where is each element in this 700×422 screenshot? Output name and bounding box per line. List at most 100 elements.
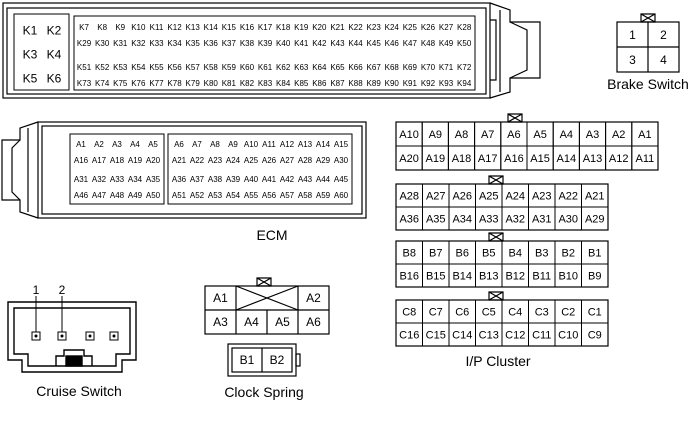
pin-label: A25 xyxy=(244,156,259,165)
pin-label: A17 xyxy=(92,156,107,165)
pin-label: K77 xyxy=(149,79,164,88)
pin-label: K5 xyxy=(23,71,38,85)
pin-label: A6 xyxy=(306,315,321,329)
pin-label: K85 xyxy=(294,79,309,88)
pin-label: K78 xyxy=(167,79,182,88)
pin-label: K64 xyxy=(312,63,327,72)
pin-label: K11 xyxy=(150,23,164,32)
pin-label: K61 xyxy=(258,63,273,72)
pin-label: A47 xyxy=(92,191,107,200)
pin-label: B11 xyxy=(532,270,551,282)
pin-label: K54 xyxy=(131,63,146,72)
pin-label: A38 xyxy=(208,175,223,184)
pin-label: K28 xyxy=(457,23,472,32)
pin-label: K57 xyxy=(186,63,201,72)
pin-label: A45 xyxy=(334,175,349,184)
clock-spring-six-pin-connector xyxy=(204,277,330,335)
pin-label: B1 xyxy=(588,247,601,259)
pin-label: 1 xyxy=(629,28,636,42)
pin-label: A21 xyxy=(172,156,187,165)
pin-label: A31 xyxy=(74,175,89,184)
pin-label: A49 xyxy=(128,191,143,200)
pin-label: A9 xyxy=(228,140,238,149)
pin-label: K19 xyxy=(294,23,309,32)
pin-label: 2 xyxy=(660,28,667,42)
pin-label: A9 xyxy=(429,129,442,141)
pin-label: K45 xyxy=(367,39,382,48)
pin-label: K82 xyxy=(240,79,255,88)
pin-label: A1 xyxy=(76,140,86,149)
pin-label: A44 xyxy=(316,175,331,184)
ecm-a-connector xyxy=(1,121,367,219)
pin-label: C8 xyxy=(402,306,416,318)
pin-label: K72 xyxy=(457,63,472,72)
pin-label: A35 xyxy=(146,175,161,184)
pin-label: K16 xyxy=(240,23,255,32)
pin-label: K13 xyxy=(186,23,201,32)
pin-terminal xyxy=(85,331,95,341)
pin-label: A11 xyxy=(262,140,276,149)
pin-label: K94 xyxy=(457,79,472,88)
pin-label: A6 xyxy=(174,140,184,149)
pin-label: A18 xyxy=(452,153,472,165)
pin-label: K92 xyxy=(421,79,436,88)
pin-label: A30 xyxy=(334,156,349,165)
pin-label: A46 xyxy=(74,191,89,200)
pin-callout-label: 1 xyxy=(33,283,40,297)
pin-label: K34 xyxy=(167,39,182,48)
pin-label: K38 xyxy=(240,39,255,48)
pin-label: K53 xyxy=(113,63,128,72)
pin-label: A29 xyxy=(316,156,331,165)
pin-label: K84 xyxy=(276,79,291,88)
pin-label: A22 xyxy=(558,190,578,202)
ecm-k-connector xyxy=(2,2,541,99)
pin-label: A26 xyxy=(452,190,472,202)
pin-label: K58 xyxy=(204,63,219,72)
brake-switch-connector xyxy=(616,13,680,73)
pin-label: A32 xyxy=(92,175,107,184)
pin-label: A33 xyxy=(110,175,125,184)
pin-label: K4 xyxy=(47,47,62,61)
ecm-a-left-block xyxy=(69,133,165,205)
pin-label: A33 xyxy=(479,213,499,225)
pin-label: A13 xyxy=(298,140,313,149)
brake-switch-label: Brake Switch xyxy=(607,76,689,92)
pin-label: K59 xyxy=(222,63,237,72)
pin-label: K29 xyxy=(77,39,92,48)
pin-label: A16 xyxy=(504,153,524,165)
pin-label: A14 xyxy=(316,140,331,149)
pin-label: A19 xyxy=(128,156,143,165)
pin-label: K27 xyxy=(439,23,454,32)
pin-label: A17 xyxy=(478,153,498,165)
pin-label: A56 xyxy=(262,191,277,200)
pin-label: A32 xyxy=(505,213,525,225)
pin-label: A23 xyxy=(532,190,552,202)
pin-label: A37 xyxy=(190,175,205,184)
pin-label: A12 xyxy=(609,153,629,165)
pin-label: K7 xyxy=(79,23,89,32)
pin-label: B6 xyxy=(456,247,469,259)
clock-spring-label: Clock Spring xyxy=(224,384,303,400)
pin-label: K91 xyxy=(403,79,418,88)
pin-label: A36 xyxy=(399,213,419,225)
pin-label: C11 xyxy=(532,329,551,341)
ecm-k-left-block xyxy=(13,13,70,91)
clock-spring-two-pin-connector xyxy=(227,343,301,377)
pin-label: A51 xyxy=(172,191,187,200)
pin-label: A5 xyxy=(533,129,546,141)
pin-label: 4 xyxy=(660,53,667,67)
pin-label: A34 xyxy=(128,175,143,184)
pin-label: A19 xyxy=(426,153,446,165)
pin-label: K60 xyxy=(240,63,255,72)
pin-label: A40 xyxy=(244,175,259,184)
pin-label: A25 xyxy=(479,190,499,202)
pin-label: K2 xyxy=(47,23,62,37)
pin-label: A20 xyxy=(146,156,161,165)
pin-callout-label: 2 xyxy=(59,283,66,297)
pin-label: A4 xyxy=(244,315,259,329)
